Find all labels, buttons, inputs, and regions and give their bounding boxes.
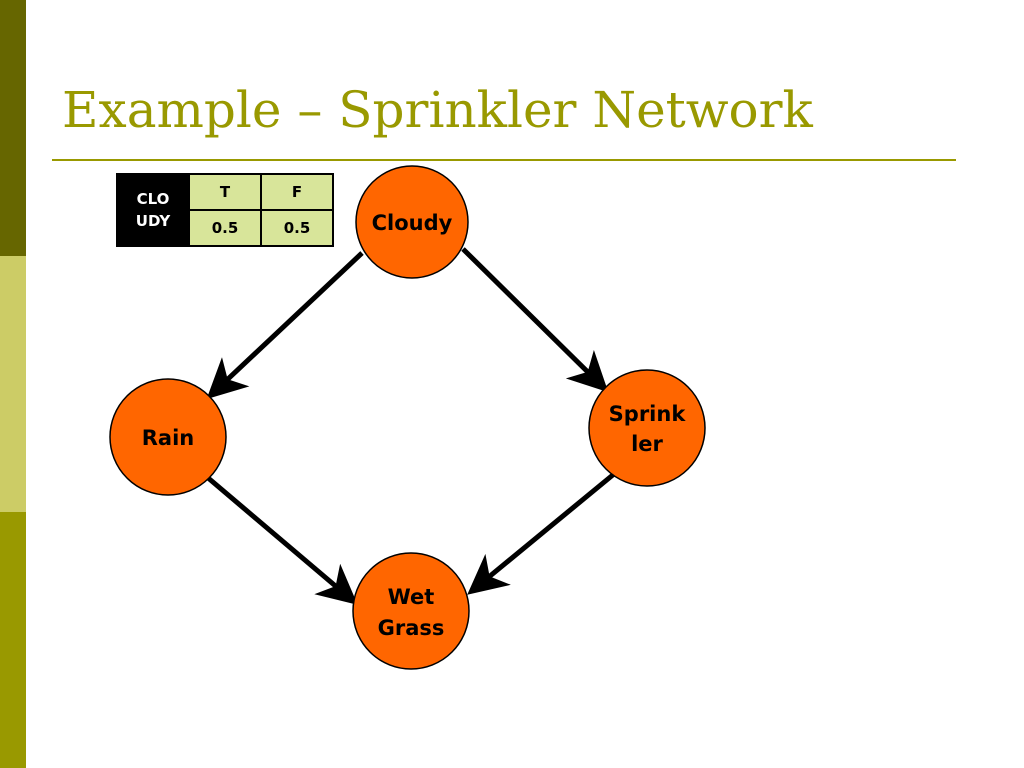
node-wet-grass-label-line-1: Wet (388, 585, 435, 609)
cloudy-probability-table: CLO UDY T F 0.5 0.5 (116, 173, 334, 247)
title-underline (52, 159, 956, 161)
cpt-row-label: CLO UDY (116, 173, 190, 247)
cpt-header-true: T (188, 173, 262, 211)
edge-cloudy-sprinkler (461, 247, 609, 393)
slide-title: Example – Sprinkler Network (62, 81, 813, 139)
node-cloudy: Cloudy (355, 165, 469, 279)
node-rain: Rain (109, 378, 227, 496)
node-wet-grass: Wet Grass (352, 552, 470, 670)
node-rain-label: Rain (142, 426, 195, 450)
sidebar-band-bottom (0, 512, 26, 768)
edge-rain-wetgrass (205, 475, 358, 605)
sidebar-band-middle (0, 256, 26, 512)
cpt-row-label-line-1: CLO (136, 189, 170, 208)
node-sprinkler-label-line-1: Sprink (609, 402, 687, 426)
edge-sprinkler-wetgrass (467, 472, 616, 595)
cpt-header-false: F (260, 173, 334, 211)
cpt-value-false: 0.5 (260, 209, 334, 247)
node-wet-grass-label-line-2: Grass (378, 616, 445, 640)
node-cloudy-label: Cloudy (372, 211, 453, 235)
node-sprinkler-label-line-2: ler (631, 432, 663, 456)
cpt-row-label-line-2: UDY (135, 212, 171, 230)
sidebar-band-top (0, 0, 26, 256)
slide-sidebar (0, 0, 26, 768)
edge-cloudy-rain (206, 251, 364, 400)
cpt-value-true: 0.5 (188, 209, 262, 247)
node-sprinkler: Sprink ler (588, 369, 706, 487)
